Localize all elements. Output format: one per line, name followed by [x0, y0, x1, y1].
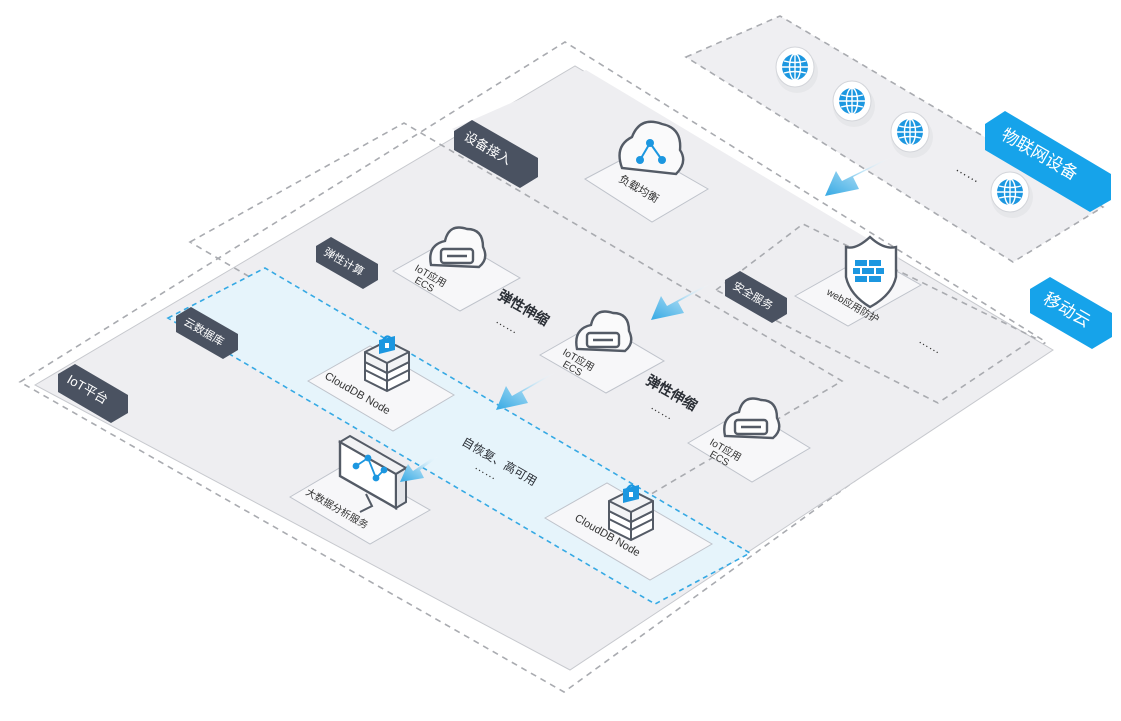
shield-firewall-icon: [844, 235, 898, 309]
ecs-node-2: IoT应用 ECS: [538, 310, 666, 394]
elastic-compute-region: [188, 122, 844, 504]
ecs-node-1: IoT应用 ECS: [392, 226, 522, 312]
flow-arrow: [651, 283, 713, 320]
flow-arrow: [400, 456, 440, 482]
monitor-chart-icon: [338, 434, 408, 513]
mobile-cloud-region: [18, 41, 1048, 693]
flow-arrow: [496, 372, 557, 410]
load-balancer-node: 负载均衡: [584, 120, 709, 223]
tag-mobile-cloud: 移动云: [1030, 277, 1112, 349]
security-region: [714, 223, 1037, 404]
iot-devices-panel: ……: [684, 15, 1105, 263]
flow-arrow: [825, 157, 893, 196]
cloud-share-icon: [618, 120, 685, 176]
